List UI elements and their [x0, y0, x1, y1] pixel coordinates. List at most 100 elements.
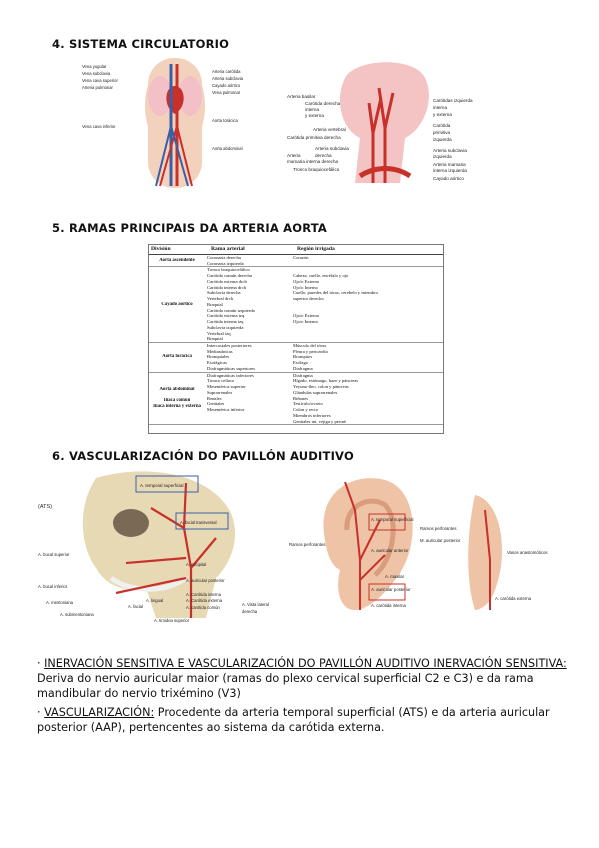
fig2-right-label: Cayado aórtico	[433, 176, 464, 181]
fig2-left-label: derecha	[315, 153, 332, 158]
table-cell-line: Subclavia derecha	[207, 290, 241, 296]
fig2-left-label: interna	[305, 107, 319, 112]
section-4-title: 4. SISTEMA CIRCULATORIO	[52, 37, 230, 51]
table-cell-line: Riñones	[293, 395, 309, 401]
fig2-left-label: Carótida derecha	[305, 101, 341, 106]
table-cell-line: Diafragmáticas inferiores	[207, 372, 254, 378]
section-5-title: 5. RAMAS PRINCIPAIS DA ARTERIA AORTA	[52, 221, 327, 235]
table-cell-line: Braquial	[207, 301, 223, 307]
fig3-side-label: A. bucal inferior	[38, 584, 68, 589]
table-cell-line: Cayado aórtico	[161, 301, 193, 307]
table-header: División Rama arterial Región irrigada	[149, 245, 443, 255]
table-cell-line: Aorta torácica	[162, 354, 192, 360]
head-neck-arteries-figure: Arteria basilar Carótida derecha interna…	[287, 62, 473, 183]
table-cell-line: Genitales int. vejiga y periné	[293, 418, 346, 424]
fig2-right-label: Carótida	[433, 123, 451, 128]
fig2-left-label: mamaria interna derecha	[287, 159, 339, 164]
fig3-right-label: A. carótida común	[186, 605, 220, 610]
paragraph-innervation-text: Deriva do nervio auricular maior (ramas …	[37, 672, 534, 700]
table-cell-line: Genitales	[207, 401, 225, 407]
table-cell-line: Colon y recto	[293, 407, 319, 413]
fig3-right-label: derecha	[242, 609, 258, 614]
fig1-left-label: Arteria pulmonar	[82, 85, 114, 90]
table-cell-region: Corazón	[291, 255, 443, 266]
table-cell-line: Carótida interna izq	[207, 319, 244, 325]
fig3-side-label: A. facial transversal	[180, 520, 217, 525]
table-cell-line: Esofágicas	[207, 360, 227, 366]
fig1-left-label: Vena cava superior	[82, 78, 118, 83]
bullet: ·	[37, 706, 45, 719]
table-cell-line: Tronco braquiocefálico	[207, 267, 250, 273]
fig3-right-label: A. occipital	[186, 562, 206, 567]
table-cell-line: Coronaria izquierda	[207, 260, 244, 266]
fig3-right-label: A. Carótida interna	[186, 592, 222, 597]
fig2-left-label: Carótida primitiva derecha	[287, 135, 341, 140]
table-cell-line: Bronquios	[293, 354, 313, 360]
fig1-right-label: Arteria carótida	[212, 69, 241, 74]
fig4-label: M. auricular posterior	[420, 538, 461, 543]
fig3-side-label: A. tiroidea superior	[154, 618, 190, 623]
table-cell-line: Ojo/o Interno	[293, 319, 318, 325]
fig3-side-label: A. facial	[128, 604, 143, 609]
table-cell-line: Carótida común derecha	[207, 273, 252, 279]
fig1-left-label: Vena yugular	[82, 64, 107, 69]
table-cell-line: Aorta abdominal	[159, 386, 195, 392]
table-header-cell: División	[151, 246, 171, 252]
fig3-side-label: A. mentoniana	[46, 600, 74, 605]
fig2-right-label: y externa	[433, 112, 452, 117]
fig4-label: Ramos perforantes	[420, 526, 457, 531]
fig3-left-label: (ATS)	[38, 504, 52, 510]
table-cell-line: Carótida externa drch	[207, 278, 247, 284]
fig2-right-label: interna izquierda	[433, 168, 467, 173]
skull-arteries-figure: A. temporal superficial (ATS) A. facial …	[38, 471, 269, 623]
table-cell-line: Carótida común izquierda	[207, 307, 255, 313]
fig1-right-label: Arteria subclavia	[212, 76, 244, 81]
section-6-title: 6. VASCULARIZACIÓN DO PAVILLÓN AUDITIVO	[52, 449, 354, 463]
fig4-label: A. carótida externa	[495, 596, 532, 601]
fig2-right-label: Carótidas izquierda	[433, 98, 473, 103]
fig3-right-label: A. Vista lateral	[242, 602, 269, 607]
table-cell-line: Diafragma	[293, 372, 313, 378]
fig4-label: A. temporal superficial	[371, 517, 414, 522]
fig2-left-label: Arteria subclavia	[315, 146, 349, 151]
paragraph-innervation: · INERVACIÓN SENSITIVA E VASCULARIZACIÓN…	[37, 656, 577, 701]
fig3-right-label: A. Carótida externa	[186, 598, 223, 603]
fig4-label: A. auricular posterior	[371, 587, 411, 592]
table-cell-line: Diafragmáticas superiores	[207, 365, 256, 371]
fig4-label: A. auricular anterior	[371, 548, 409, 553]
table-cell-line: superior derecho	[293, 296, 324, 302]
table-cell-line: Yeyuno-íleo, colon y páncreas	[293, 384, 349, 390]
table-cell-line: Tronco celíaco	[207, 378, 235, 384]
table-cell-line: Braquial	[207, 336, 223, 342]
fig1-right-label: Aorta abdominal	[212, 146, 243, 151]
table-cell-line: Miembros inferiores	[293, 412, 331, 418]
fig4-label: Ramos perforantes	[289, 542, 326, 547]
fig3-side-label: A. submentoniana	[60, 612, 94, 617]
table-cell-line: Renales	[207, 395, 222, 401]
table-cell-line: Pleura y pericardio	[293, 348, 328, 354]
fig1-left-label: Vena subclavia	[82, 71, 111, 76]
table-cell-line: Testículo/ovario	[293, 401, 323, 407]
fig4-label: Vasos anastomóticos	[507, 550, 548, 555]
table-cell-division: Aorta ascendente	[149, 255, 205, 266]
table-cell-line: Suprarrenales	[207, 389, 233, 395]
table-cell-line: Aorta ascendente	[159, 257, 195, 263]
table-cell-division: Cayado aórtico	[149, 267, 205, 342]
table-cell-line: Carótida interna drch	[207, 284, 247, 290]
paragraph-vascularization-text: Procedente da arteria temporal superfici…	[37, 706, 550, 734]
fig4-label: A. maxilar	[385, 574, 405, 579]
table-cell-line: Cuello, paredes del tórax, cerebelo y mi…	[293, 290, 378, 296]
table-cell-line: Mesentérica superior	[207, 384, 246, 390]
paragraph-vascularization: · VASCULARIZACIÓN: Procedente da arteria…	[37, 705, 577, 735]
table-cell-line: Glándulas suprarrenales	[293, 389, 338, 395]
